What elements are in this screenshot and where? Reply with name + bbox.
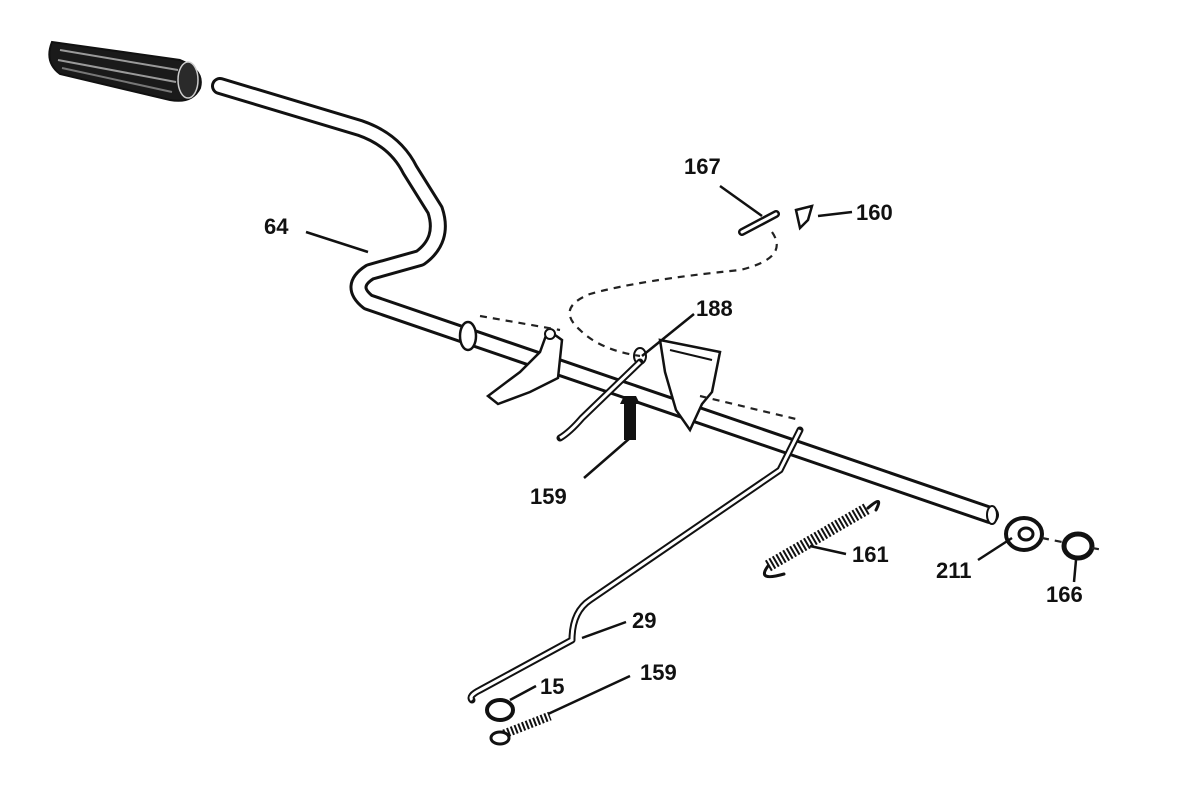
callout-188: 188 [696,296,733,321]
callout-64: 64 [264,214,289,239]
callout-15: 15 [540,674,564,699]
washer-15 [485,698,515,722]
pin-167 [738,210,780,236]
callout-159-lower: 159 [640,660,677,685]
leader-lines [305,184,1078,716]
callout-211: 211 [936,558,972,583]
control-lever [211,77,999,525]
bolt-upper [620,396,640,440]
cable-path [479,231,801,422]
nut-166 [1061,531,1095,561]
hand-grip [48,40,202,102]
clip-160 [794,204,814,231]
linkage-rod [467,426,804,704]
callout-29: 29 [632,608,656,633]
callout-159-upper: 159 [530,484,567,509]
callout-167: 167 [684,154,721,179]
washer-211 [1004,516,1044,552]
callout-160: 160 [856,200,893,225]
bolt-lower [489,711,552,746]
actuator-rod [556,358,644,442]
spring [763,500,881,579]
callout-166: 166 [1046,582,1083,607]
callout-161: 161 [852,542,889,567]
